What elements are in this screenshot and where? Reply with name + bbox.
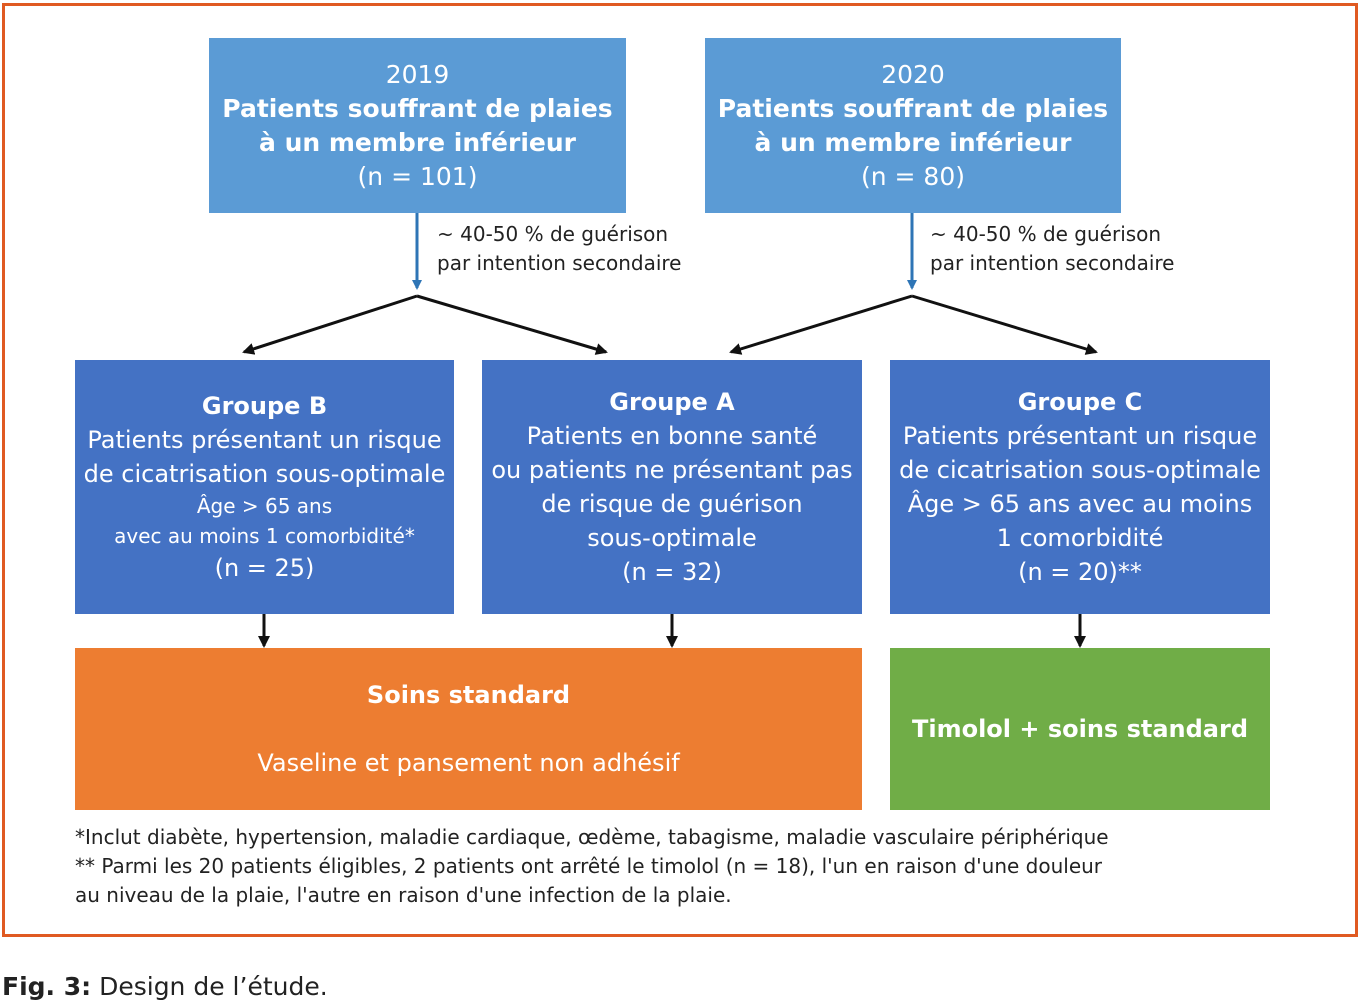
patient-count: (n = 101) [357,161,478,191]
group-line: 1 comorbidité [996,524,1164,552]
patient-count: (n = 25) [214,554,315,582]
box-group-b: Groupe B Patients présentant un risque d… [75,360,454,614]
group-line: avec au moins 1 comorbidité* [114,524,415,548]
caption-label: Fig. 3: [2,972,92,1001]
treatment-title: Soins standard [366,681,571,709]
arrow-2019-to-group-a [416,294,608,355]
note-line: ~ 40-50 % de guérison [437,222,669,246]
box-timolol: Timolol + soins standard [890,648,1270,810]
treatment-title: Timolol + soins standard [911,715,1248,743]
year-label: 2020 [881,59,945,89]
group-line: Âge > 65 ans avec au moins [907,490,1253,518]
arrow-2020-to-group-a [729,294,913,355]
group-line: sous-optimale [587,524,757,552]
group-line: Patients en bonne santé [526,422,818,450]
note-line: ~ 40-50 % de guérison [930,222,1162,246]
treatment-detail: Vaseline et pansement non adhésif [257,749,680,777]
healing-note-2020: ~ 40-50 % de guérison par intention seco… [930,220,1174,278]
arrow-to-group-b [242,294,418,355]
healing-note-2019: ~ 40-50 % de guérison par intention seco… [437,220,681,278]
footnote-1: *Inclut diabète, hypertension, maladie c… [75,825,1109,849]
box-line: Patients souffrant de plaies [222,93,613,123]
group-line: Patients présentant un risque [87,426,442,454]
box-2020-patients: 2020 Patients souffrant de plaies à un m… [705,38,1121,213]
group-line: ou patients ne présentant pas [491,456,853,484]
footnote-2: ** Parmi les 20 patients éligibles, 2 pa… [75,854,1103,878]
patient-count: (n = 20)** [1018,558,1142,586]
figure-frame [2,3,1358,937]
box-standard-care: Soins standard Vaseline et pansement non… [75,648,862,810]
patient-count: (n = 32) [622,558,722,586]
box-group-a: Groupe A Patients en bonne santé ou pati… [482,360,862,614]
group-line: Patients présentant un risque [902,422,1258,450]
box-2019-patients: 2019 Patients souffrant de plaies à un m… [209,38,626,213]
group-title: Groupe B [201,392,328,420]
box-line: Patients souffrant de plaies [717,93,1109,123]
year-label: 2019 [385,59,450,89]
box-line: à un membre inférieur [754,127,1072,157]
figure-caption: Fig. 3: Design de l’étude. [2,972,328,1001]
arrow-to-group-c [911,294,1098,355]
group-line: de cicatrisation sous-optimale [83,460,446,488]
note-line: par intention secondaire [437,251,682,275]
patient-count: (n = 80) [860,161,965,191]
group-title: Groupe A [609,388,735,416]
note-line: par intention secondaire [930,251,1175,275]
group-title: Groupe C [1017,388,1143,416]
caption-text: Design de l’étude. [91,972,328,1001]
group-line: Âge > 65 ans [196,494,333,518]
group-line: de cicatrisation sous-optimale [899,456,1261,484]
box-line: à un membre inférieur [259,127,576,157]
group-line: de risque de guérison [541,490,803,518]
footnote-3: au niveau de la plaie, l'autre en raison… [75,883,732,907]
box-group-c: Groupe C Patients présentant un risque d… [890,360,1270,614]
